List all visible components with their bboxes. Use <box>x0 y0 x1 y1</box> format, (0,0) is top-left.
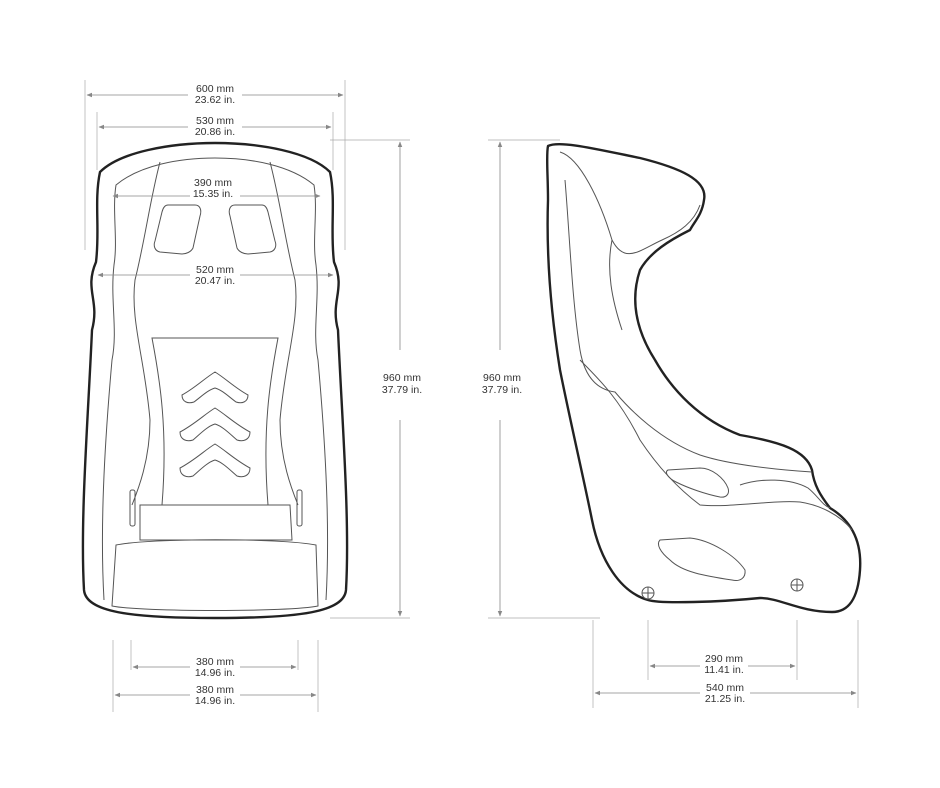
dim-base-width-mm: 380 mm <box>196 684 234 696</box>
dim-seat-width-mm: 380 mm <box>196 656 234 668</box>
front-chevron-vent-3 <box>179 443 251 478</box>
side-upper-belt-slot <box>665 467 729 498</box>
dim-bolster-width-mm: 520 mm <box>196 264 234 276</box>
dim-shoulder-width-mm: 390 mm <box>194 177 232 189</box>
front-seat-cushion <box>111 504 319 611</box>
dim-overall-width-mm: 600 mm <box>196 83 234 95</box>
side-rear-mount-hole <box>790 578 804 592</box>
side-lower-belt-slot <box>657 537 746 581</box>
dim-mount-spacing-in: 11.41 in. <box>704 664 744 676</box>
side-dimensions: 960 mm 37.79 in. 290 mm 11.41 in. 540 mm… <box>482 139 859 708</box>
dim-depth-mm: 540 mm <box>706 682 744 694</box>
front-right-bolster <box>269 161 299 506</box>
side-headrest-contour <box>559 151 701 331</box>
side-view <box>545 142 862 614</box>
front-left-side-slot <box>129 489 136 527</box>
side-thigh-bolster <box>739 479 831 509</box>
front-chevron-vent-1 <box>181 371 249 404</box>
front-left-belt-slot <box>153 204 202 255</box>
side-seat-outline <box>545 142 862 614</box>
front-dimensions: 600 mm 23.62 in. 530 mm 20.86 in. 390 mm… <box>84 80 422 712</box>
dim-seat-width-in: 14.96 in. <box>195 667 235 679</box>
dim-bolster-width-in: 20.47 in. <box>195 275 235 287</box>
front-left-bolster <box>131 161 161 506</box>
dim-shell-width-in: 20.86 in. <box>195 126 235 138</box>
dim-base-width-in: 14.96 in. <box>195 695 235 707</box>
dim-depth-in: 21.25 in. <box>705 693 745 705</box>
dim-front-height-mm: 960 mm <box>383 372 421 384</box>
dim-shoulder-width-in: 15.35 in. <box>193 188 233 200</box>
side-front-mount-hole <box>641 586 655 600</box>
front-back-panel <box>151 337 279 506</box>
front-chevron-vent-2 <box>179 407 251 442</box>
dim-overall-width-in: 23.62 in. <box>195 94 235 106</box>
front-seat-inner-contour <box>101 157 329 601</box>
side-back-contour <box>564 179 813 473</box>
dim-front-height-in: 37.79 in. <box>382 384 422 396</box>
front-right-belt-slot <box>228 204 277 255</box>
dim-side-height-in: 37.79 in. <box>482 384 522 396</box>
front-right-side-slot <box>296 489 303 527</box>
side-cushion-contour <box>579 359 853 531</box>
front-view <box>81 141 349 620</box>
dim-side-height-mm: 960 mm <box>483 372 521 384</box>
dim-mount-spacing-mm: 290 mm <box>705 653 743 665</box>
dim-shell-width-mm: 530 mm <box>196 115 234 127</box>
front-seat-outline <box>81 141 349 620</box>
